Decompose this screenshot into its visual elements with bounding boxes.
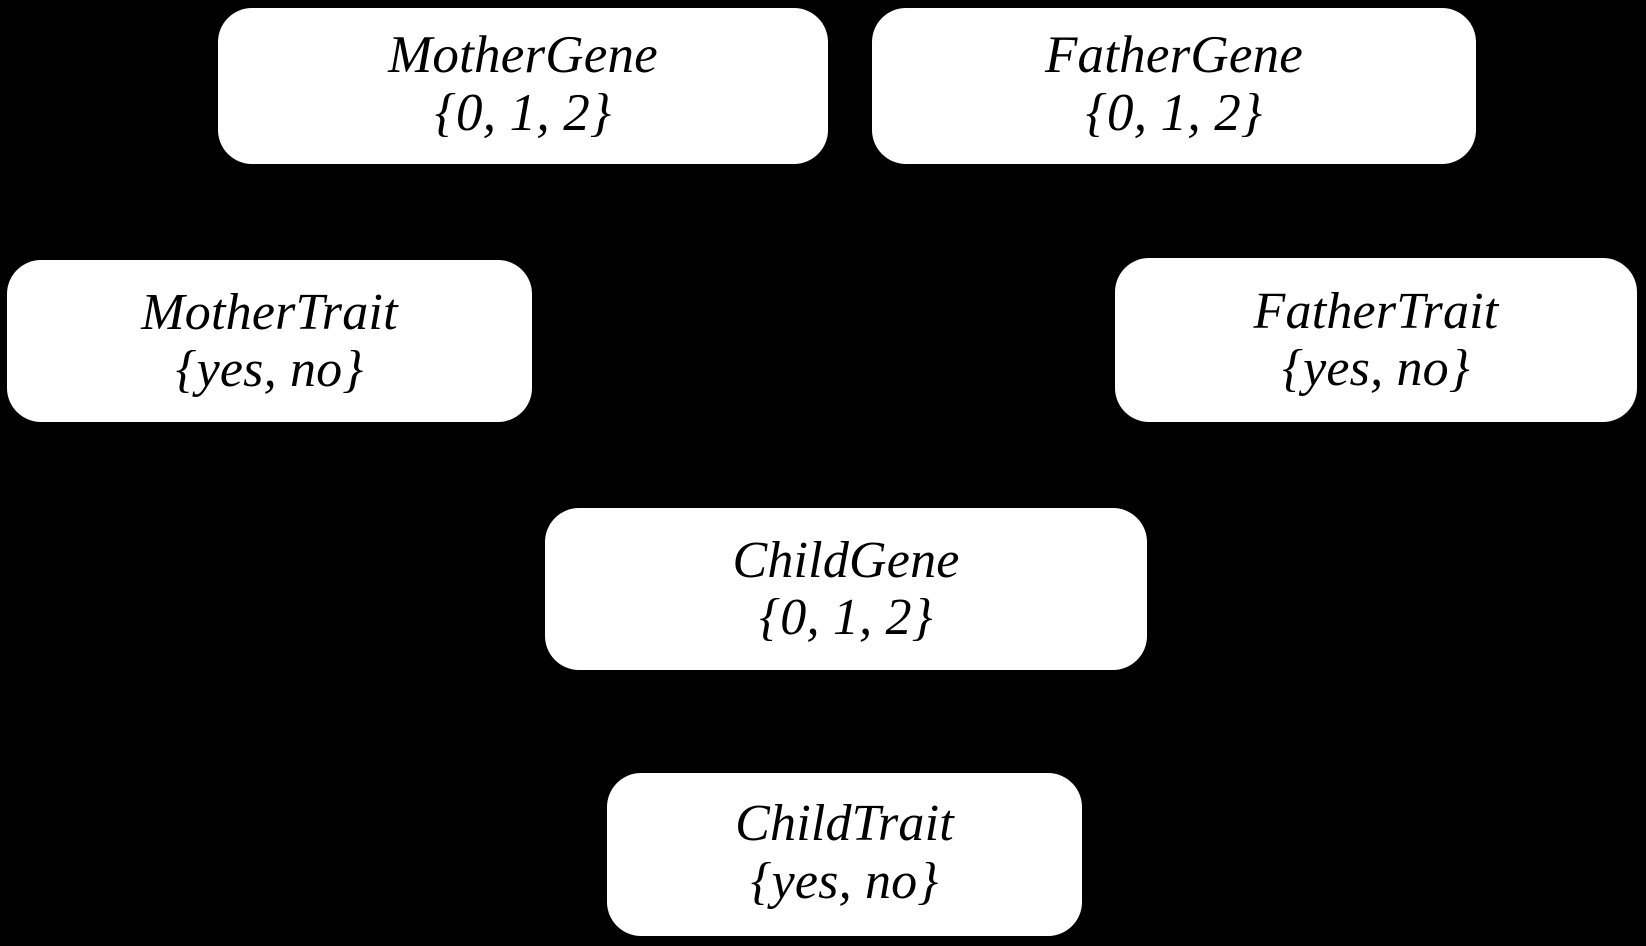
node-father-gene-text: FatherGene {0, 1, 2} bbox=[1044, 25, 1304, 142]
node-mother-gene-text: MotherGene {0, 1, 2} bbox=[388, 25, 658, 142]
node-mother-trait-domain: {yes, no} bbox=[175, 341, 364, 398]
node-father-trait-label: FatherTrait bbox=[1253, 282, 1499, 340]
node-mother-gene-domain: {0, 1, 2} bbox=[434, 84, 612, 142]
node-father-gene-domain: {0, 1, 2} bbox=[1085, 84, 1263, 142]
node-child-trait-domain: {yes, no} bbox=[750, 852, 939, 910]
node-mother-trait-text: MotherTrait {yes, no} bbox=[141, 285, 397, 397]
node-mother-trait-label: MotherTrait bbox=[141, 283, 398, 341]
node-father-gene-label: FatherGene bbox=[1044, 25, 1304, 84]
node-child-trait-label: ChildTrait bbox=[735, 795, 954, 853]
node-child-gene-domain: {0, 1, 2} bbox=[759, 589, 933, 646]
node-father-trait-domain: {yes, no} bbox=[1282, 340, 1470, 397]
node-father-gene[interactable]: FatherGene {0, 1, 2} bbox=[872, 8, 1476, 164]
node-mother-trait[interactable]: MotherTrait {yes, no} bbox=[7, 260, 532, 422]
node-mother-gene[interactable]: MotherGene {0, 1, 2} bbox=[218, 8, 828, 164]
node-child-gene-text: ChildGene {0, 1, 2} bbox=[732, 533, 959, 645]
node-child-trait[interactable]: ChildTrait {yes, no} bbox=[607, 773, 1082, 936]
node-child-trait-text: ChildTrait {yes, no} bbox=[735, 796, 954, 908]
node-child-gene[interactable]: ChildGene {0, 1, 2} bbox=[545, 508, 1147, 670]
node-mother-gene-label: MotherGene bbox=[388, 25, 658, 84]
node-father-trait[interactable]: FatherTrait {yes, no} bbox=[1115, 258, 1637, 422]
node-father-trait-text: FatherTrait {yes, no} bbox=[1254, 284, 1499, 396]
node-child-gene-label: ChildGene bbox=[732, 531, 960, 589]
